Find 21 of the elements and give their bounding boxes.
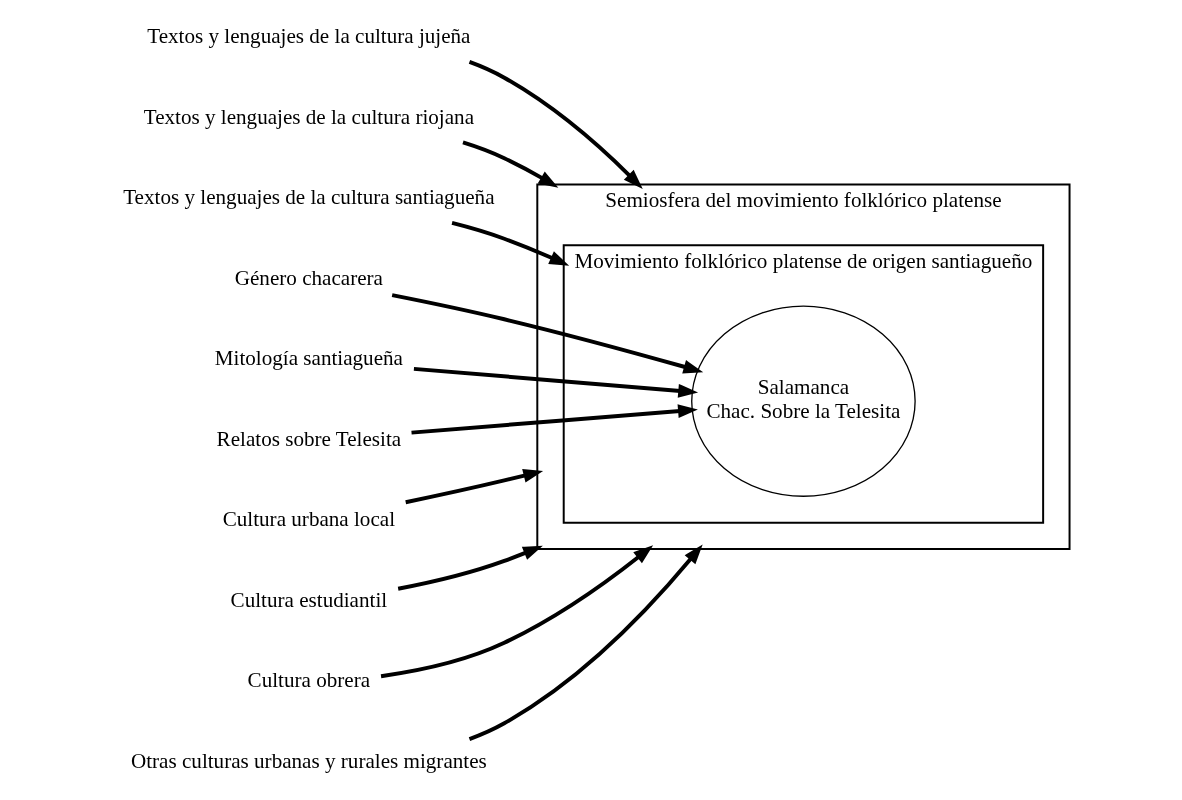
node-text: Textos y lenguajes de la cultura jujeña [146, 23, 471, 48]
arrow [391, 292, 703, 373]
node-text: Cultura urbana local [222, 506, 395, 531]
arrow [413, 366, 698, 398]
node-text: Textos y lenguajes de la cultura riojana [143, 104, 474, 129]
arrow [468, 543, 703, 741]
node-ellipse: Salamanca Chac. Sobre la Telesita [690, 304, 916, 497]
node-text: Textos y lenguajes de la cultura santiagueña [122, 184, 495, 209]
node-text: Género chacarera [234, 265, 383, 290]
node-text: Mitología santiagueña [214, 345, 403, 370]
arrow [404, 468, 543, 504]
arrow [397, 545, 543, 591]
arrow [461, 140, 558, 188]
arrow [410, 403, 698, 435]
node-text: Cultura estudiantil [230, 587, 387, 612]
arrow [468, 59, 643, 189]
node-text: Cultura obrera [247, 667, 370, 692]
node-text: Otras culturas urbanas y rurales migrantes [130, 748, 487, 773]
node-text: Relatos sobre Telesita [216, 426, 401, 451]
arrow [451, 220, 569, 266]
arrow [380, 544, 653, 678]
